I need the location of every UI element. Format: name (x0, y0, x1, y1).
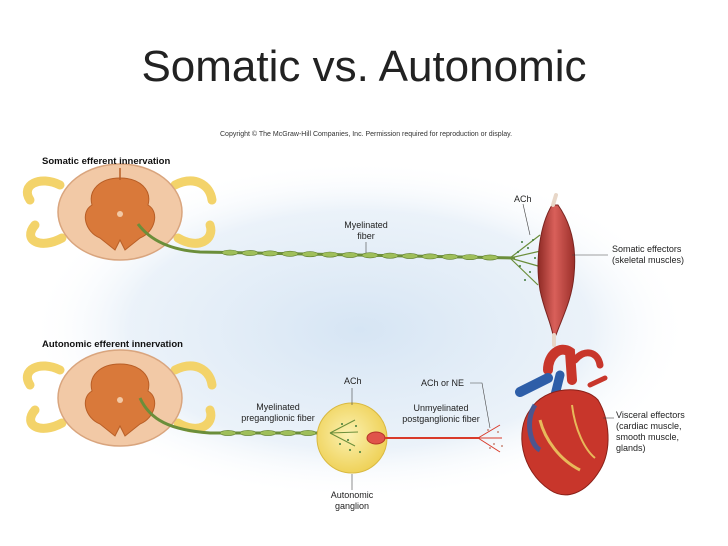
autonomic-heading: Autonomic efferent innervation (42, 339, 183, 350)
ganglion-label-line1: Autonomic (330, 490, 374, 500)
preganglionic-label-line2: preganglionic fiber (241, 413, 315, 423)
visceral-effector-line3: smooth muscle, (616, 432, 680, 442)
somatic-motor-fiber (136, 223, 516, 260)
somatic-fiber-label-line2: fiber (357, 231, 375, 241)
somatic-effector-line1: Somatic effectors (612, 244, 682, 254)
somatic-ach-leader (522, 203, 531, 236)
visceral-effector-line1: Visceral effectors (616, 410, 685, 420)
somatic-myelin-sheaths (221, 249, 499, 261)
preganglionic-label: Myelinated preganglionic fiber (228, 402, 328, 424)
ganglion-terminals (329, 419, 359, 447)
slide-title: Somatic vs. Autonomic (141, 42, 587, 91)
preganglionic-fiber (138, 397, 330, 435)
somatic-spinal-cord (23, 163, 217, 261)
muscle-tendon-top (551, 193, 558, 207)
somatic-effector-line2: (skeletal muscles) (612, 255, 685, 265)
autonomic-spinal-cord (23, 349, 217, 447)
preganglionic-label-line1: Myelinated (256, 402, 300, 412)
postganglionic-dots (487, 429, 503, 449)
copyright-notice: Copyright © The McGraw-Hill Companies, I… (220, 131, 513, 138)
ganglion-ach-label: ACh (344, 376, 362, 386)
postganglionic-cell-body (366, 431, 386, 445)
postganglionic-label-line1: Unmyelinated (413, 403, 469, 413)
somatic-ach-label: ACh (514, 194, 532, 204)
somatic-fiber-label: Myelinated fiber (336, 220, 396, 242)
visceral-effector-line4: glands) (616, 443, 646, 453)
visceral-effector-line2: (cardiac muscle, (616, 421, 682, 431)
postganglionic-label-line2: postganglionic fiber (402, 414, 480, 424)
post-transmitter-label: ACh or NE (421, 378, 465, 388)
post-transmitter-leader (470, 382, 491, 429)
postganglionic-label: Unmyelinated postganglionic fiber (396, 403, 486, 425)
preganglionic-myelin-sheaths (219, 430, 317, 436)
visceral-effector-label: Visceral effectors (cardiac muscle, smoo… (616, 410, 685, 454)
ganglion-ach-dots (339, 423, 361, 453)
heart (515, 344, 609, 496)
postganglionic-terminals (477, 424, 502, 453)
somatic-effector-label: Somatic effectors (skeletal muscles) (612, 244, 684, 266)
somatic-heading: Somatic efferent innervation (42, 156, 171, 167)
ganglion-label: Autonomic ganglion (322, 490, 382, 512)
ganglion-label-line2: ganglion (334, 501, 370, 511)
somatic-fiber-label-line1: Myelinated (344, 220, 388, 230)
